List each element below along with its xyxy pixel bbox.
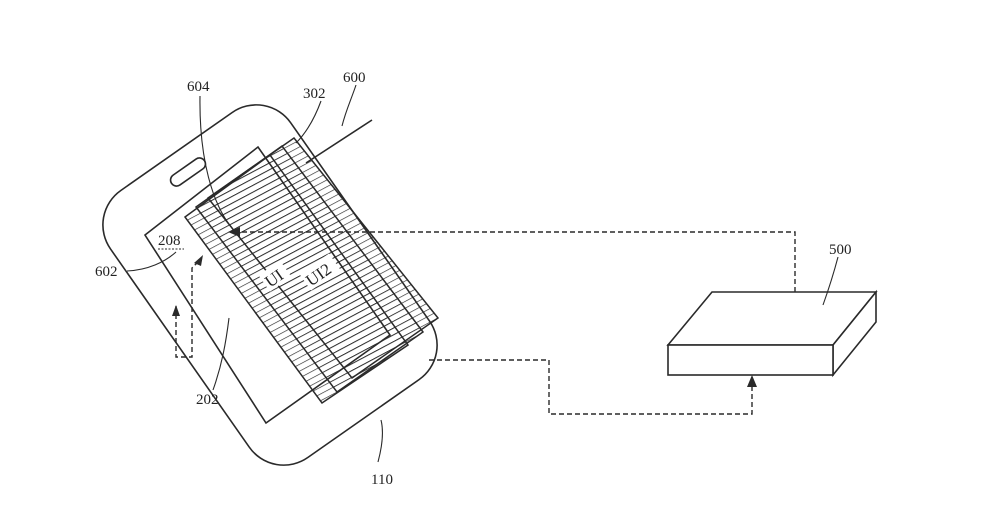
leader-604 <box>199 95 233 229</box>
leader-602 <box>126 251 177 272</box>
ref-label-110: 110 <box>371 472 393 488</box>
dashed-line-device-to-500 <box>429 359 753 415</box>
leader-600 <box>341 84 357 127</box>
box-500 <box>666 289 878 378</box>
leader-302 <box>295 100 322 144</box>
arrowhead-up-602 <box>172 305 180 316</box>
leader-202 <box>212 317 230 391</box>
ref-label-602: 602 <box>95 264 118 280</box>
dashed-loop-602 <box>175 261 199 358</box>
arrowhead-208 <box>194 255 203 266</box>
device-earpiece <box>169 157 207 187</box>
line-600 <box>305 119 373 164</box>
dashed-line-500-to-604 <box>235 231 796 292</box>
ui1-label-halo <box>258 260 292 292</box>
ref-label-302: 302 <box>303 86 326 102</box>
ref-label-208: 208 <box>158 233 181 249</box>
ref-label-500: 500 <box>829 242 852 258</box>
leader-110 <box>377 419 383 463</box>
arrowhead-up-500 <box>747 375 757 387</box>
arrowhead-604 <box>228 227 240 237</box>
ref-label-604: 604 <box>187 79 210 95</box>
ref-label-202: 202 <box>196 392 219 408</box>
ui2-label-halo <box>299 253 341 291</box>
ref-label-600: 600 <box>343 70 366 86</box>
leader-500 <box>822 256 839 306</box>
ui-layer-ui1 <box>183 153 410 405</box>
